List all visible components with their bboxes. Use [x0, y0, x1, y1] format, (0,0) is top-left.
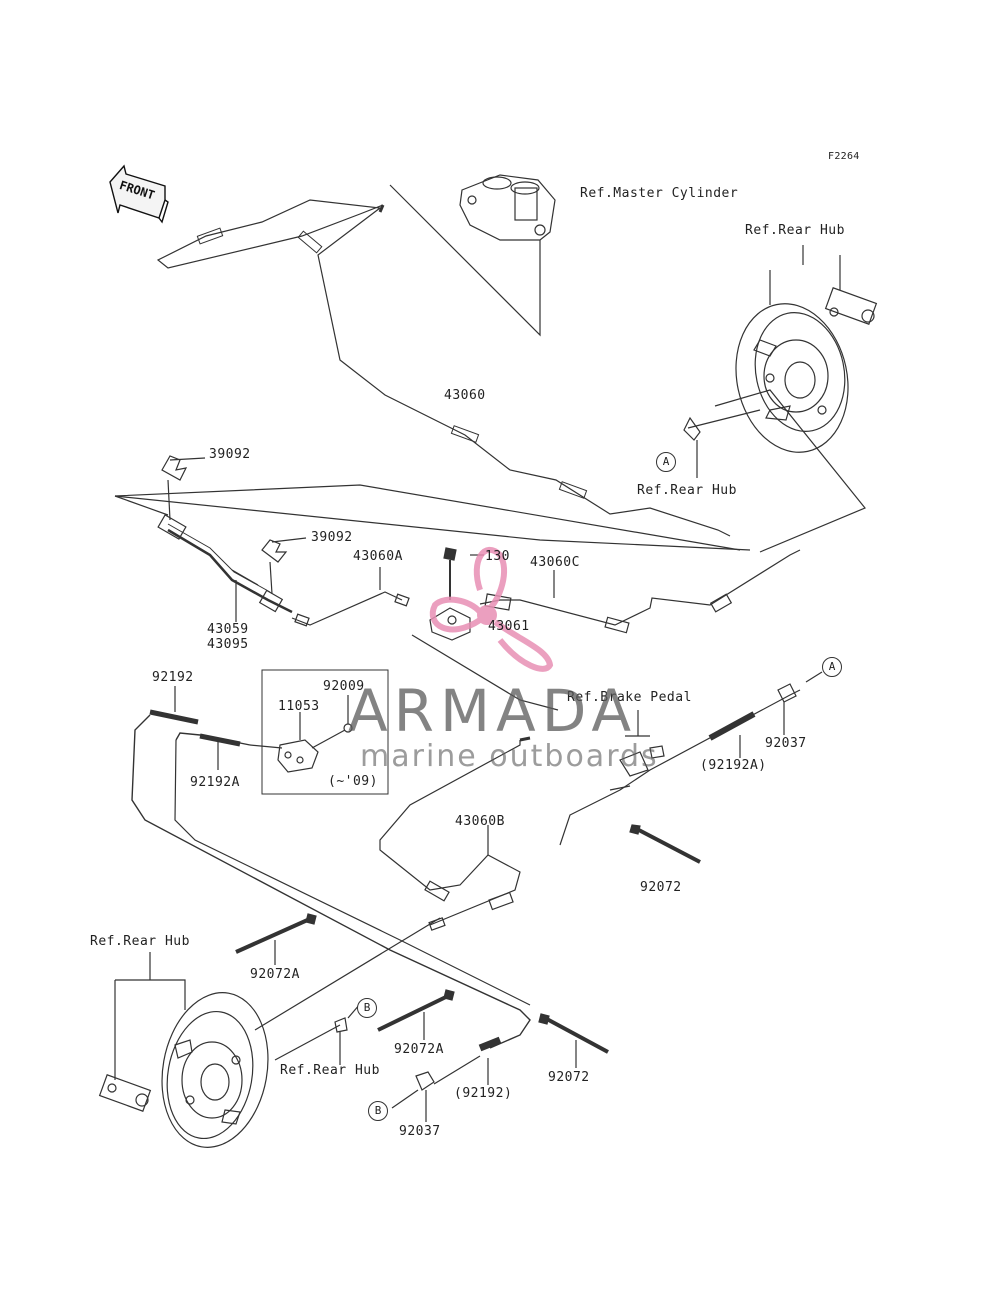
part-130: 130 [485, 549, 510, 564]
cable-tie-92072a-upper [235, 913, 317, 954]
front-arrow [109, 164, 169, 224]
brake-line-43060c [479, 549, 801, 626]
ref-brake-pedal: Ref.Brake Pedal [567, 690, 692, 705]
ref-rear-hub-mid: Ref.Rear Hub [637, 483, 737, 498]
clip-39092-upper [161, 455, 206, 521]
part-43060: 43060 [444, 388, 486, 403]
part-92192a-paren: (92192A) [700, 758, 767, 773]
part-92072-lower: 92072 [548, 1070, 590, 1085]
part-39092-lower: 39092 [311, 530, 353, 545]
flex-hose-43059 [157, 514, 293, 622]
part-92072a-upper: 92072A [250, 967, 300, 982]
part-92072a-lower: 92072A [394, 1042, 444, 1057]
part-43060c: 43060C [530, 555, 580, 570]
marker-a-mid: A [656, 452, 676, 472]
part-11053: 11053 [278, 699, 320, 714]
watermark-subtitle: marine outboards [360, 739, 659, 774]
ref-master-cylinder: Ref.Master Cylinder [580, 186, 739, 201]
brake-line-43060a [291, 591, 403, 626]
diagram-code: F2264 [828, 151, 860, 162]
brake-line-43060b [379, 740, 521, 926]
left-wheel-cylinder [98, 1074, 152, 1112]
cable-tie-92072-right [629, 824, 701, 864]
right-rear-brake-drum [735, 303, 849, 453]
marker-b-lower: B [368, 1101, 388, 1121]
part-92192-paren: (92192) [454, 1086, 513, 1101]
watermark-title: ARMADA [348, 677, 638, 745]
armada-logo-icon [429, 546, 554, 672]
part-43060a: 43060A [353, 549, 403, 564]
part-92192a: 92192A [190, 775, 240, 790]
part-92037-right: 92037 [765, 736, 807, 751]
part-92037-lower: 92037 [399, 1124, 441, 1139]
part-39092-upper: 39092 [209, 447, 251, 462]
part-92009: 92009 [323, 679, 365, 694]
left-rear-brake-drum [161, 992, 269, 1148]
part-43061: 43061 [488, 619, 530, 634]
cable-tie-92072a-lower [377, 989, 455, 1032]
ref-rear-hub-top: Ref.Rear Hub [745, 223, 845, 238]
junction-43061 [429, 547, 471, 641]
ref-rear-hub-left: Ref.Rear Hub [90, 934, 190, 949]
master-cylinder [459, 174, 556, 241]
clip-39092-lower [261, 537, 307, 595]
part-92192: 92192 [152, 670, 194, 685]
marker-b-upper: B [357, 998, 377, 1018]
part-43059: 43059 [207, 622, 249, 637]
part-09-note: (~'09) [328, 774, 378, 789]
detail-box [261, 669, 389, 795]
cable-tie-92072-lower [538, 1013, 609, 1054]
equalizer-11053 [249, 723, 353, 773]
part-92072-right: 92072 [640, 880, 682, 895]
parking-cable-92192 [131, 714, 531, 1049]
brake-line-43060 [156, 199, 731, 537]
right-wheel-cylinder [824, 287, 878, 325]
ref-rear-hub-bottom: Ref.Rear Hub [280, 1063, 380, 1078]
marker-a-right: A [822, 657, 842, 677]
part-43060b: 43060B [455, 814, 505, 829]
part-43095: 43095 [207, 637, 249, 652]
